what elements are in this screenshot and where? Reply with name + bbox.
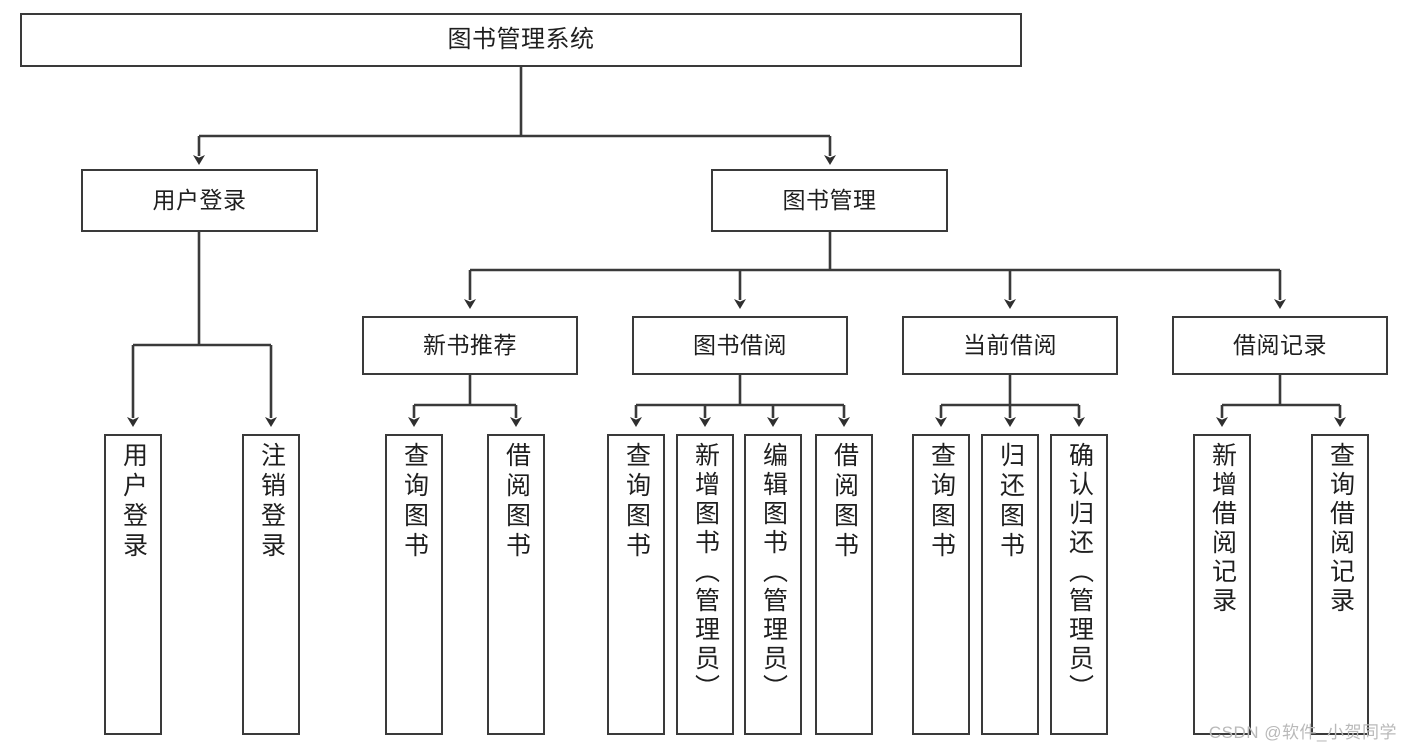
- node-label: 借阅图书: [830, 442, 859, 562]
- leaf-query-book-borrow[interactable]: 查询图书: [607, 434, 665, 735]
- leaf-add-borrow-record[interactable]: 新增借阅记录: [1193, 434, 1251, 735]
- leaf-add-book-admin[interactable]: 新增图书（管理员）: [676, 434, 734, 735]
- node-label: 查询借阅记录: [1326, 442, 1355, 616]
- node-book-management[interactable]: 图书管理: [711, 169, 948, 232]
- node-label: 编辑图书（管理员）: [759, 442, 788, 703]
- node-user-login[interactable]: 用户登录: [81, 169, 318, 232]
- leaf-confirm-return-admin[interactable]: 确认归还（管理员）: [1050, 434, 1108, 735]
- leaf-query-book-current[interactable]: 查询图书: [912, 434, 970, 735]
- leaf-return-book[interactable]: 归还图书: [981, 434, 1039, 735]
- leaf-query-borrow-record[interactable]: 查询借阅记录: [1311, 434, 1369, 735]
- node-label: 查询图书: [927, 442, 956, 562]
- leaf-edit-book-admin[interactable]: 编辑图书（管理员）: [744, 434, 802, 735]
- node-label: 用户登录: [119, 442, 148, 562]
- node-current-borrow[interactable]: 当前借阅: [902, 316, 1118, 375]
- node-label: 当前借阅: [963, 331, 1057, 358]
- leaf-logout[interactable]: 注销登录: [242, 434, 300, 735]
- leaf-query-book-recommend[interactable]: 查询图书: [385, 434, 443, 735]
- leaf-user-login[interactable]: 用户登录: [104, 434, 162, 735]
- node-label: 用户登录: [152, 186, 247, 213]
- node-label: 确认归还（管理员）: [1065, 442, 1094, 703]
- node-new-book-recommend[interactable]: 新书推荐: [362, 316, 578, 375]
- node-label: 图书管理系统: [447, 25, 595, 53]
- node-label: 注销登录: [257, 442, 286, 562]
- node-label: 借阅图书: [502, 442, 531, 562]
- node-label: 新书推荐: [423, 331, 517, 358]
- node-label: 借阅记录: [1233, 331, 1327, 358]
- node-borrow-record[interactable]: 借阅记录: [1172, 316, 1388, 375]
- node-label: 查询图书: [400, 442, 429, 562]
- node-label: 新增借阅记录: [1208, 442, 1237, 616]
- node-book-borrow[interactable]: 图书借阅: [632, 316, 848, 375]
- node-root-system[interactable]: 图书管理系统: [20, 13, 1022, 67]
- node-label: 归还图书: [996, 442, 1025, 562]
- leaf-borrow-book[interactable]: 借阅图书: [815, 434, 873, 735]
- watermark: CSDN @软件_小贺同学: [1208, 723, 1397, 742]
- node-label: 新增图书（管理员）: [691, 442, 720, 703]
- node-label: 查询图书: [622, 442, 651, 562]
- node-label: 图书借阅: [693, 331, 787, 358]
- node-label: 图书管理: [782, 186, 877, 213]
- leaf-borrow-book-recommend[interactable]: 借阅图书: [487, 434, 545, 735]
